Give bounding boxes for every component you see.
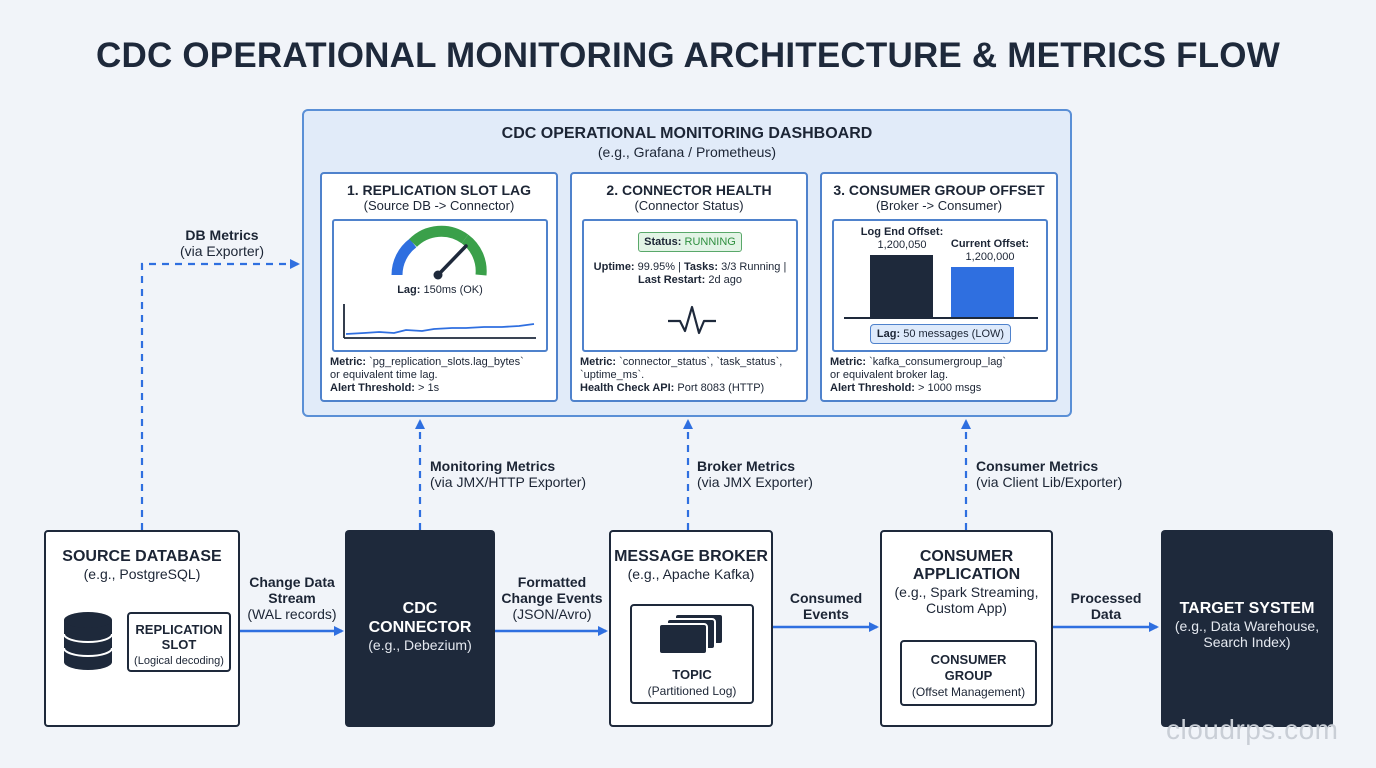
change-data-label: Change Data Stream (WAL records)	[247, 574, 337, 622]
replication-slot-title-2: SLOT	[161, 637, 197, 652]
panel-consumer-group-offset: 3. CONSUMER GROUP OFFSET (Broker -> Cons…	[820, 172, 1058, 402]
panel-metric-text: Metric: `kafka_consumergroup_lag` or equ…	[830, 356, 1007, 394]
consumer-group-subtitle: (Offset Management)	[911, 685, 1026, 699]
health-stats: Uptime: 99.95% | Tasks: 3/3 Running | La…	[593, 261, 787, 286]
target-system-subtitle: (e.g., Data Warehouse,	[1174, 618, 1320, 634]
panel-metric-text: Metric: `pg_replication_slots.lag_bytes`…	[330, 356, 524, 394]
processed-data-label: Processed Data	[1070, 590, 1142, 622]
panel-metric-text: Metric: `connector_status`, `task_status…	[580, 356, 783, 394]
replication-slot-box: REPLICATION SLOT (Logical decoding)	[127, 612, 231, 672]
cdc-connector-subtitle: (e.g., Debezium)	[368, 637, 472, 653]
offset-card: Log End Offset: 1,200,050 Current Offset…	[832, 219, 1048, 352]
message-broker-box: MESSAGE BROKER (e.g., Apache Kafka) TOPI…	[609, 530, 773, 727]
db-metrics-label: DB Metrics (via Exporter)	[179, 227, 265, 259]
dashboard-subtitle: (e.g., Grafana / Prometheus)	[597, 144, 777, 160]
consumer-app-subtitle: (e.g., Spark Streaming,	[894, 584, 1039, 600]
monitoring-metrics-label: Monitoring Metrics (via JMX/HTTP Exporte…	[430, 458, 587, 490]
monitoring-dashboard: CDC OPERATIONAL MONITORING DASHBOARD (e.…	[302, 109, 1072, 417]
health-card: Status: RUNNING Uptime: 99.95% | Tasks: …	[582, 219, 798, 352]
panel-title: 1. REPLICATION SLOT LAG	[346, 182, 532, 198]
bar-baseline	[844, 317, 1038, 319]
panel-title: 3. CONSUMER GROUP OFFSET	[833, 182, 1045, 198]
consumer-app-title-2: APPLICATION	[912, 566, 1021, 583]
database-icon	[63, 612, 113, 670]
panel-title: 2. CONNECTOR HEALTH	[606, 182, 772, 198]
consumer-app-subtitle-2: Custom App)	[926, 600, 1007, 616]
topic-subtitle: (Partitioned Log)	[647, 684, 737, 698]
log-end-offset: Log End Offset: 1,200,050	[860, 226, 944, 251]
replication-slot-title: REPLICATION	[135, 622, 223, 637]
consumer-group-title-2: GROUP	[944, 668, 993, 683]
consumer-application-box: CONSUMER APPLICATION (e.g., Spark Stream…	[880, 530, 1053, 727]
source-database-subtitle: (e.g., PostgreSQL)	[83, 566, 201, 582]
topic-box: TOPIC (Partitioned Log)	[630, 604, 754, 704]
topic-stack-icon	[658, 613, 724, 655]
log-end-bar	[870, 255, 933, 317]
gauge-readout: Lag: 150ms (OK)	[397, 284, 483, 296]
consumed-events-label: Consumed Events	[789, 590, 863, 622]
consumer-group-title: CONSUMER	[930, 652, 1007, 667]
target-system-box: TARGET SYSTEM (e.g., Data Warehouse, Sea…	[1161, 530, 1333, 727]
replication-slot-subtitle: (Logical decoding)	[134, 655, 224, 667]
cdc-connector-title-2: CONNECTOR	[368, 619, 472, 636]
current-offset-bar	[951, 267, 1014, 317]
panel-subtitle: (Broker -> Consumer)	[875, 198, 1003, 213]
message-broker-subtitle: (e.g., Apache Kafka)	[627, 566, 755, 582]
status-badge: Status: RUNNING	[638, 232, 742, 252]
consumer-app-title: CONSUMER	[919, 548, 1014, 565]
target-system-title: TARGET SYSTEM	[1179, 600, 1315, 617]
lag-gauge-icon	[343, 225, 536, 339]
page-title: CDC OPERATIONAL MONITORING ARCHITECTURE …	[96, 36, 1280, 75]
current-offset: Current Offset: 1,200,000	[950, 238, 1030, 263]
message-broker-title: MESSAGE BROKER	[614, 548, 768, 565]
panel-subtitle: (Source DB -> Connector)	[363, 198, 515, 213]
lag-badge: Lag: 50 messages (LOW)	[870, 324, 1011, 344]
consumer-metrics-label: Consumer Metrics (via Client Lib/Exporte…	[976, 458, 1123, 490]
watermark: cloudrps.com	[1166, 714, 1339, 745]
topic-title: TOPIC	[672, 667, 712, 682]
source-database-box: SOURCE DATABASE (e.g., PostgreSQL) REPLI…	[44, 530, 240, 727]
panel-connector-health: 2. CONNECTOR HEALTH (Connector Status) S…	[570, 172, 808, 402]
cdc-connector-box: CDC CONNECTOR (e.g., Debezium)	[345, 530, 495, 727]
formatted-events-label: Formatted Change Events (JSON/Avro)	[501, 574, 603, 622]
cdc-connector-title: CDC	[402, 600, 438, 617]
source-database-title: SOURCE DATABASE	[62, 548, 222, 565]
consumer-group-box: CONSUMER GROUP (Offset Management)	[900, 640, 1037, 706]
target-system-subtitle-2: Search Index)	[1203, 634, 1291, 650]
dashboard-title: CDC OPERATIONAL MONITORING DASHBOARD	[501, 125, 873, 142]
heartbeat-icon	[668, 305, 716, 335]
panel-subtitle: (Connector Status)	[634, 198, 744, 213]
broker-metrics-label: Broker Metrics (via JMX Exporter)	[697, 458, 813, 490]
panel-replication-slot-lag: 1. REPLICATION SLOT LAG (Source DB -> Co…	[320, 172, 558, 402]
db-metrics-arrow	[140, 259, 300, 530]
lag-gauge-card: Lag: 150ms (OK)	[332, 219, 548, 352]
